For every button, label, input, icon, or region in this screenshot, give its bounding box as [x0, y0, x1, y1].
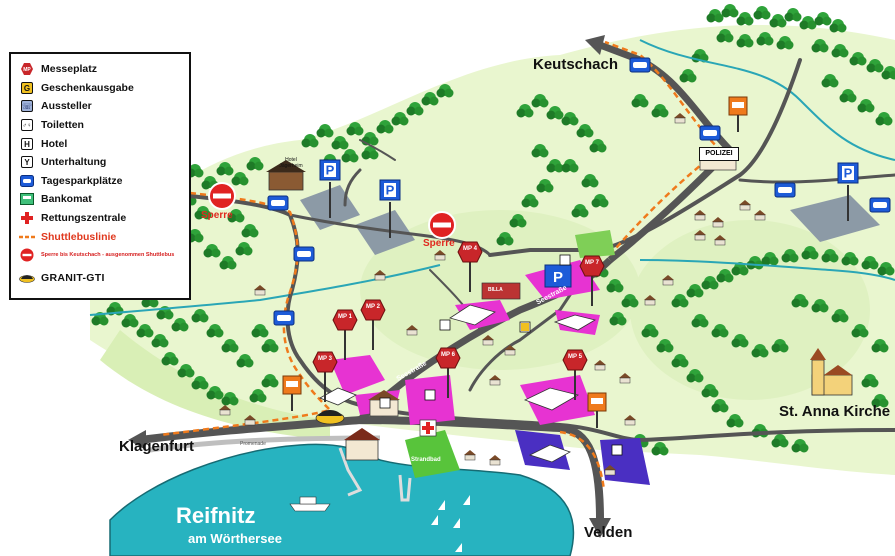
polizei-label: POLIZEI [699, 147, 739, 161]
promenade-label: Promenade [240, 441, 266, 447]
aussteller-icon: ☏ [21, 100, 33, 113]
hotel-icon: H [19, 137, 35, 151]
red-cross-icon [19, 211, 35, 225]
mp-4-label: MP 4 [463, 246, 477, 252]
billa-label: BILLA [488, 287, 503, 293]
parking-car-icon [19, 174, 35, 188]
cocktail-icon: Y [19, 155, 35, 169]
place-reifnitz: Reifnitz [176, 503, 256, 528]
legend-item-toiletten: ♂♀Toiletten [19, 116, 183, 135]
legend-item-aussteller: ☏Aussteller [19, 97, 183, 116]
svg-text:MP: MP [23, 67, 31, 73]
billa-building [481, 282, 521, 300]
hotel-building [268, 171, 304, 191]
sperre-sign [428, 211, 456, 239]
place-woerthersee: am Wörthersee [188, 531, 282, 546]
legend-item-rettungszentrale: Rettungszentrale [19, 209, 183, 228]
red-cross-icon [419, 419, 437, 437]
sperre-sign [208, 182, 236, 210]
building [345, 439, 379, 461]
tents [319, 304, 597, 463]
legend-item-sperre: Sperre bis Keutschach - ausgenommen Shut… [19, 246, 183, 265]
atm-icon [19, 192, 35, 206]
roads [178, 58, 895, 471]
mp-6-label: MP 6 [441, 352, 455, 358]
parking-sign-large: P [544, 264, 572, 288]
place-st-anna-kirche: St. Anna Kirche [779, 403, 891, 420]
dashed-line-icon [19, 230, 35, 244]
legend-item-granit-gti: GRANIT-GTI [19, 269, 183, 288]
svg-text:P: P [553, 269, 563, 286]
mp-3-label: MP 3 [318, 356, 332, 362]
sperre-label: Sperre [201, 210, 233, 221]
legend-item-tagesparkplaetze: Tagesparkplätze [19, 172, 183, 191]
mp-1-label: MP 1 [338, 314, 352, 320]
ship-icon [289, 496, 331, 512]
no-entry-icon [19, 248, 35, 262]
legend-item-shuttlebuslinie: Shuttlebuslinie [19, 227, 183, 246]
sailboat-icon [431, 495, 470, 552]
lake [109, 443, 575, 556]
legend-item-bankomat: Bankomat [19, 190, 183, 209]
legend-item-messeplatz: MP Messeplatz [19, 60, 183, 79]
place-velden: Velden [584, 524, 633, 541]
mp-2-label: MP 2 [366, 304, 380, 310]
mp-7-label: MP 7 [585, 260, 599, 266]
mp-5-label: MP 5 [568, 354, 582, 360]
church-icon [810, 348, 853, 396]
strandbad-label: Strandbad [411, 457, 441, 463]
sperre-label: Sperre [423, 238, 455, 249]
place-keutschach: Keutschach [533, 56, 619, 73]
geschenk-icon: G [19, 81, 35, 95]
strandbad-area [405, 430, 460, 478]
place-klagenfurt: Klagenfurt [119, 438, 194, 455]
car-logo-icon [19, 271, 35, 285]
toilet-icon: ♂♀ [19, 118, 35, 132]
hotel-label: Hotel Jägerheim [279, 157, 303, 169]
messeplatz-icon: MP [19, 62, 35, 76]
gti-car-icon [315, 410, 345, 425]
